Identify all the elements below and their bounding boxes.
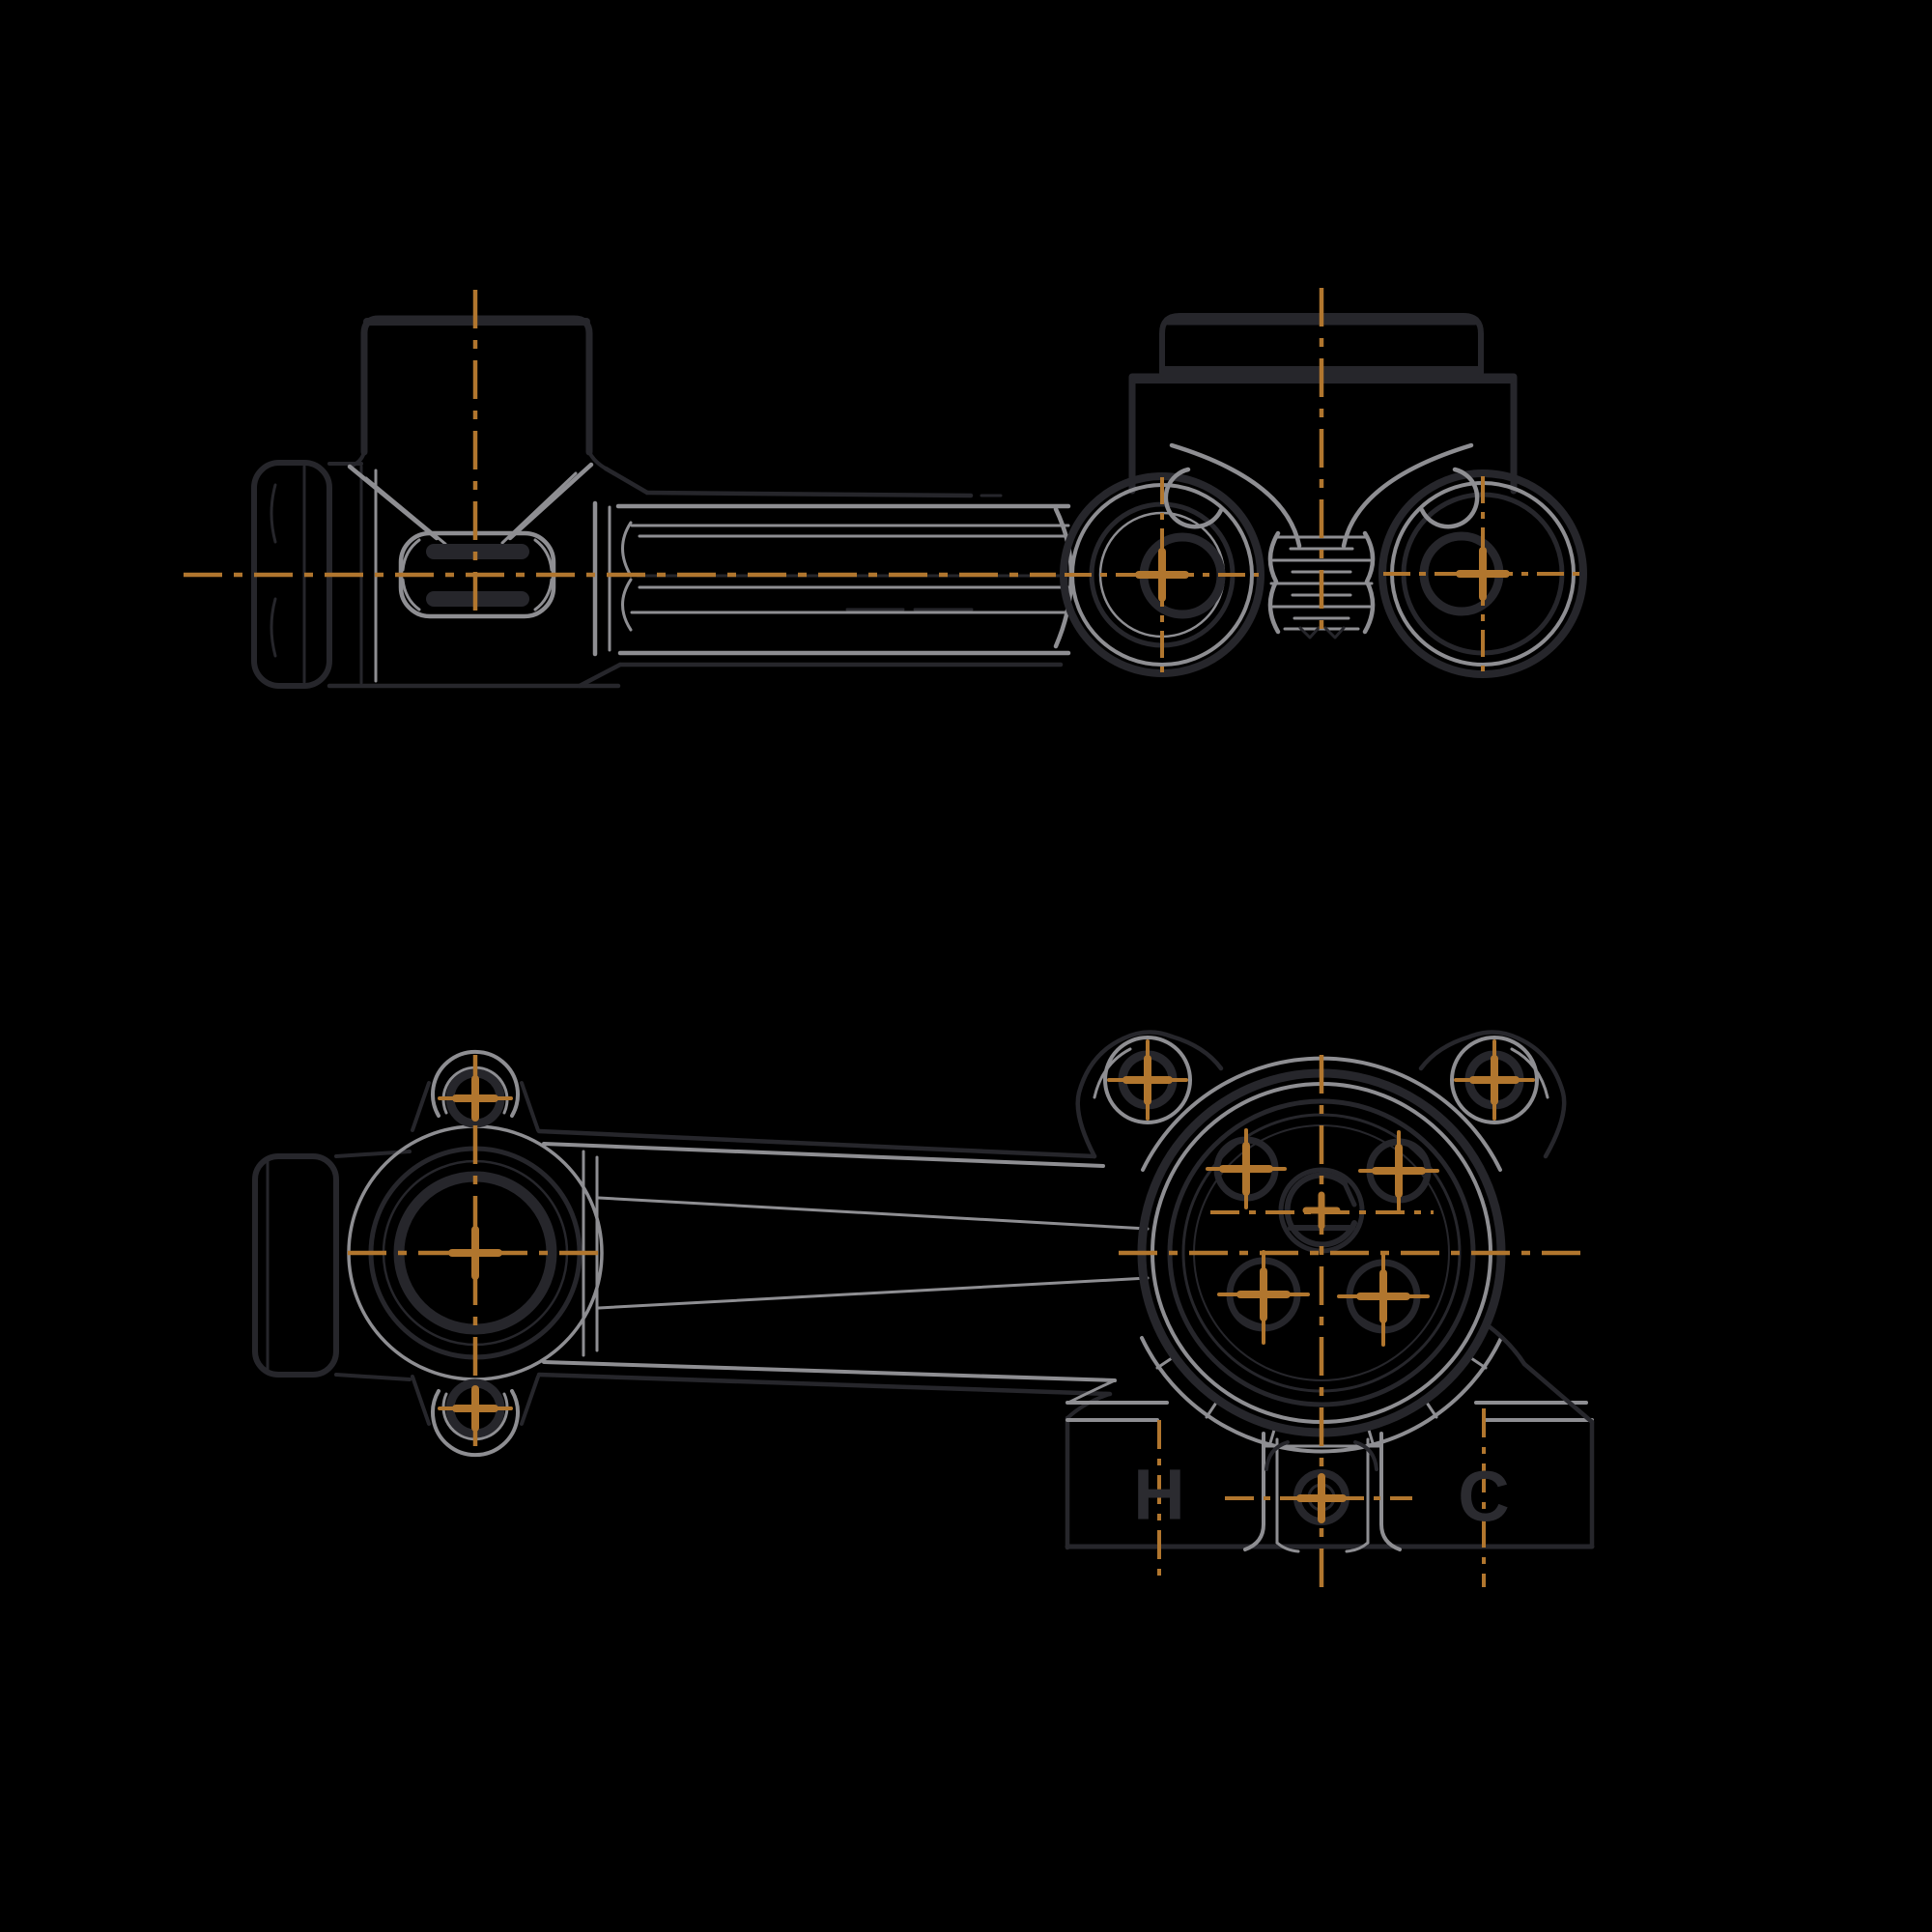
taper-bottom-edge <box>536 1372 1113 1397</box>
path-shape <box>1065 1392 1112 1420</box>
path-shape <box>587 450 608 470</box>
path-shape <box>621 578 633 632</box>
neck-right <box>1379 1432 1402 1551</box>
path-shape <box>1485 1322 1527 1367</box>
line-shape <box>542 1142 1105 1168</box>
line-shape <box>597 1276 1150 1310</box>
path-shape <box>1169 442 1302 549</box>
thread-flank-left <box>1267 530 1281 635</box>
cold-indicator-letter: C <box>1458 1457 1509 1537</box>
path-shape <box>1345 1541 1370 1553</box>
wall-plate-outline <box>252 1153 339 1378</box>
path-shape <box>1419 467 1480 529</box>
line-shape <box>334 1373 412 1381</box>
top-tab-pad <box>431 1049 520 1118</box>
line-shape <box>411 1375 431 1426</box>
bottom-tab-pad <box>431 1389 520 1458</box>
path-shape <box>270 597 277 658</box>
line-shape <box>542 1360 1117 1382</box>
path-shape <box>1169 1034 1224 1071</box>
hot-indicator-letter: H <box>1133 1455 1184 1535</box>
cam-slot <box>1284 1172 1357 1248</box>
side-elevation-view <box>184 288 1587 689</box>
path-shape <box>1264 1440 1290 1471</box>
path-shape <box>1467 1030 1521 1041</box>
path-shape <box>1341 442 1474 549</box>
line-shape <box>520 1081 540 1132</box>
path-shape <box>401 538 421 572</box>
line-shape <box>1342 1180 1357 1208</box>
path-shape <box>1237 1313 1280 1327</box>
path-shape <box>1418 1034 1473 1071</box>
path-shape <box>1357 1315 1400 1329</box>
skirt-arc-bottom <box>1140 1336 1503 1454</box>
path-shape <box>401 578 421 611</box>
right-ear-pad <box>1450 1036 1539 1124</box>
path-shape <box>533 538 554 572</box>
right-port-ring <box>1378 469 1587 678</box>
path-shape <box>621 521 633 578</box>
path-shape <box>1093 1047 1132 1099</box>
line-shape <box>507 462 594 541</box>
left-ear-pad <box>1103 1036 1192 1124</box>
path-shape <box>1323 626 1346 639</box>
path-shape <box>1353 1440 1378 1471</box>
path-shape <box>533 578 554 611</box>
path-shape <box>1163 467 1224 529</box>
path-shape <box>1510 1047 1549 1099</box>
neck-left <box>1243 1432 1265 1551</box>
path-shape <box>1275 1541 1300 1553</box>
taper-top-edge <box>536 1128 1097 1159</box>
path-shape <box>270 483 277 544</box>
base-plate-chamfer <box>1521 1361 1595 1425</box>
thread-flank-right <box>1362 530 1376 635</box>
pipe-top <box>644 490 974 498</box>
right-ear-beak <box>1516 1036 1567 1159</box>
line-shape <box>411 1081 431 1132</box>
line-shape <box>520 1375 540 1426</box>
line-shape <box>577 662 623 689</box>
left-ear-beak <box>1075 1036 1126 1159</box>
left-port-ring <box>1060 472 1264 677</box>
line-shape <box>603 466 650 496</box>
path-shape <box>1121 1030 1175 1041</box>
line-shape <box>597 1196 1150 1231</box>
path-shape <box>1298 626 1321 639</box>
